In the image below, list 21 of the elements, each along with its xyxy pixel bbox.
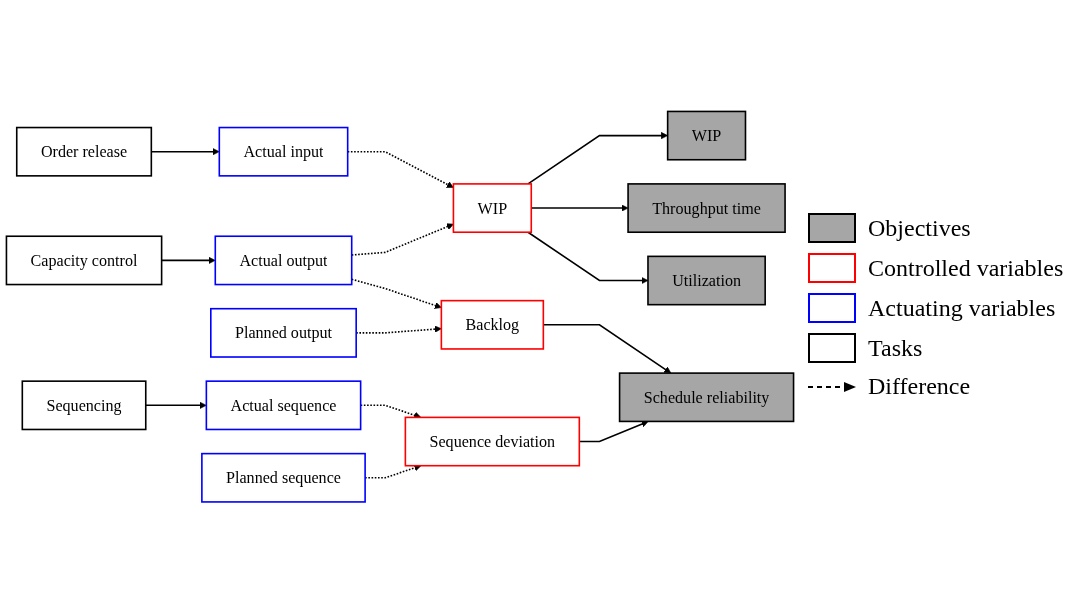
node-box: Schedule reliability [618, 372, 795, 423]
node-box: Planned output [210, 307, 357, 358]
node-box: Planned sequence [201, 452, 366, 503]
legend-label: Actuating variables [868, 294, 1056, 322]
node-box: Utilization [647, 255, 766, 306]
node-box: Sequence deviation [404, 416, 581, 467]
legend-label: Controlled variables [868, 254, 1064, 282]
node-box: Throughput time [627, 182, 786, 233]
node-box: Actual output [214, 235, 353, 286]
node-box: Backlog [440, 299, 545, 350]
node-box: Capacity control [5, 235, 163, 286]
legend-label: Tasks [868, 334, 923, 362]
node-box: WIP [452, 182, 533, 233]
node-box: Sequencing [21, 380, 147, 431]
legend-label: Objectives [868, 214, 971, 242]
node-box: Actual input [218, 126, 349, 177]
legend-label: Difference [868, 373, 971, 400]
arrow [527, 131, 668, 185]
node-box: Actual sequence [205, 380, 362, 431]
node-box: Order release [15, 126, 153, 177]
node-box: WIP [666, 110, 747, 161]
